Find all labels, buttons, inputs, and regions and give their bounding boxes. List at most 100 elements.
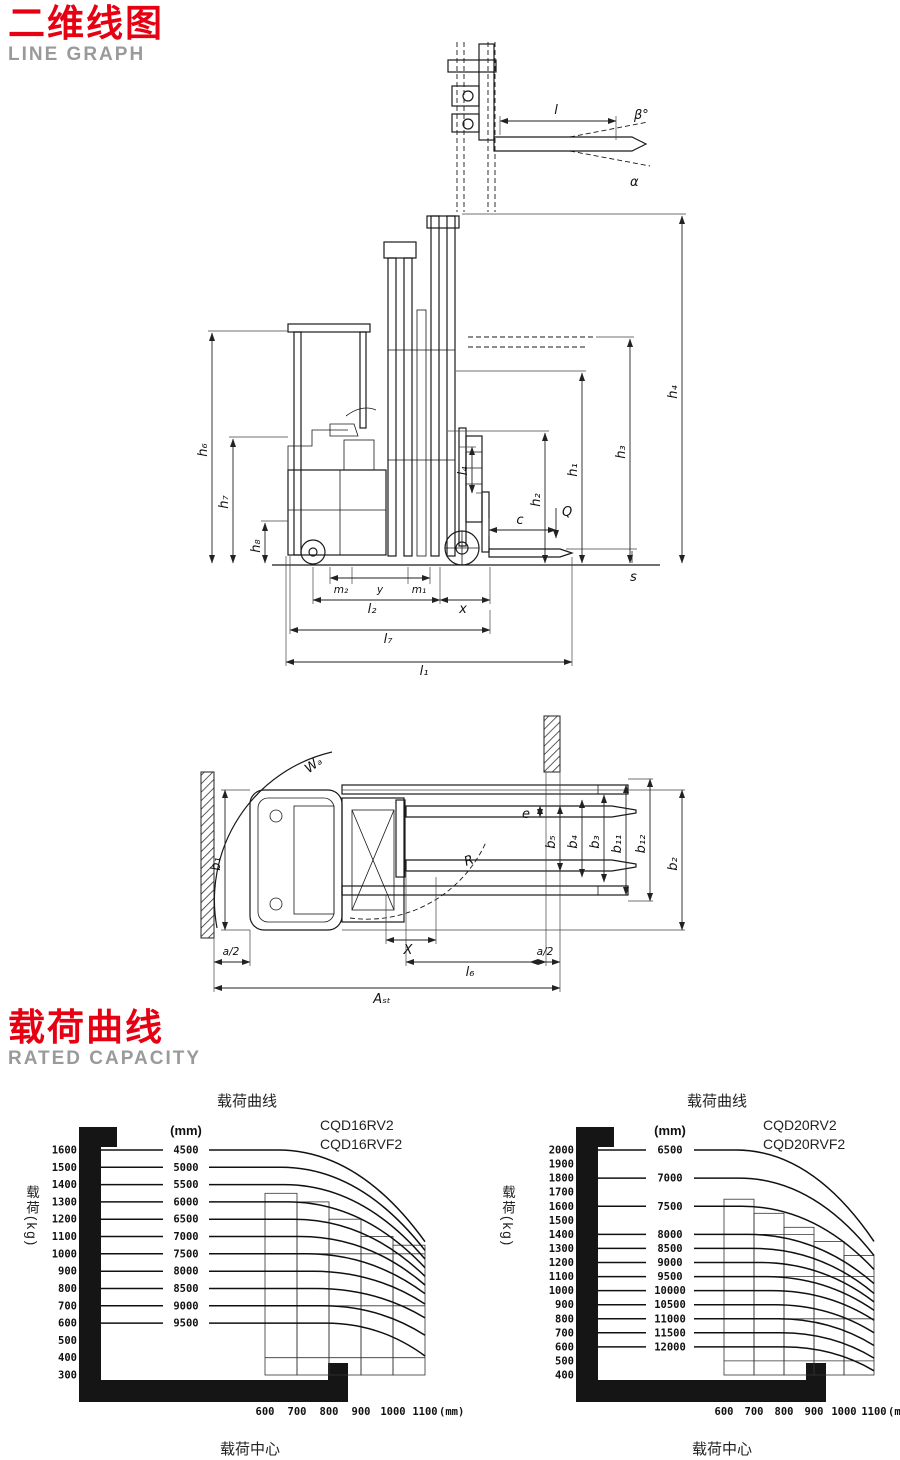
dim-label-a2-right: a/2 bbox=[537, 946, 554, 958]
series-height-label: 12000 bbox=[654, 1341, 686, 1353]
series-height-label: 6500 bbox=[657, 1145, 682, 1157]
dim-label-l4: l₄ bbox=[456, 466, 471, 476]
chart-height-unit: (mm) bbox=[654, 1123, 686, 1138]
series-height-label: 9500 bbox=[657, 1271, 682, 1283]
dim-label-h2: h₂ bbox=[529, 493, 544, 506]
dim-label-b2: b₂ bbox=[666, 857, 681, 870]
x-tick-label: 700 bbox=[288, 1406, 307, 1418]
series-curve bbox=[694, 1247, 875, 1294]
series-height-label: 8500 bbox=[657, 1243, 682, 1255]
dim-label-alpha: α bbox=[630, 175, 639, 190]
dim-label-r: R bbox=[462, 853, 476, 870]
x-tick-label: 1000 bbox=[380, 1406, 405, 1418]
series-height-label: 4500 bbox=[173, 1145, 198, 1157]
y-tick-label: 1400 bbox=[52, 1179, 77, 1191]
dim-label-e: e bbox=[522, 807, 530, 822]
chart-model: CQD20RVF2 bbox=[763, 1136, 846, 1152]
x-tick-label: 1000 bbox=[831, 1406, 856, 1418]
chart-model-list: CQD16RV2 CQD16RVF2 bbox=[320, 1116, 402, 1154]
x-tick-label: 600 bbox=[715, 1406, 734, 1418]
y-tick-label: 900 bbox=[555, 1299, 574, 1311]
dim-label-b11: b₁₁ bbox=[610, 835, 625, 854]
rated-capacity-header: 载荷曲线 RATED CAPACITY bbox=[8, 1008, 201, 1070]
series-height-label: 10000 bbox=[654, 1285, 686, 1297]
grid-cell bbox=[723, 1198, 755, 1376]
x-tick-label: 1100 bbox=[412, 1406, 437, 1418]
y-tick-label: 1600 bbox=[549, 1201, 574, 1213]
grid-cell bbox=[264, 1192, 298, 1376]
series-curve bbox=[209, 1166, 426, 1251]
chart-x-axis-label: 载荷中心 bbox=[219, 1441, 280, 1458]
y-tick-label: 400 bbox=[58, 1352, 77, 1364]
series-curve bbox=[694, 1318, 875, 1347]
x-tick-label: 600 bbox=[256, 1406, 275, 1418]
series-height-label: 9500 bbox=[173, 1318, 198, 1330]
chart-model: CQD16RV2 bbox=[320, 1117, 394, 1133]
y-tick-label: 1000 bbox=[52, 1248, 77, 1260]
y-tick-label: 1800 bbox=[549, 1173, 574, 1185]
y-tick-label: 300 bbox=[58, 1370, 77, 1382]
dim-label-m1: m₁ bbox=[412, 584, 426, 596]
series-curve bbox=[694, 1205, 875, 1271]
y-tick-label: 1700 bbox=[549, 1187, 574, 1199]
x-tick-label: 900 bbox=[805, 1406, 824, 1418]
aisle-wall-left bbox=[200, 771, 215, 939]
dim-label-y: y bbox=[376, 584, 384, 596]
series-curve bbox=[694, 1275, 875, 1311]
chart-axis bbox=[79, 1127, 348, 1402]
y-tick-label: 1400 bbox=[549, 1229, 574, 1241]
y-tick-label: 1100 bbox=[52, 1231, 77, 1243]
section-subtitle-rated-capacity: RATED CAPACITY bbox=[8, 1048, 202, 1069]
grid-cell bbox=[783, 1226, 815, 1376]
series-curve bbox=[209, 1305, 426, 1336]
x-tick-label: 800 bbox=[775, 1406, 794, 1418]
y-tick-label: 600 bbox=[58, 1318, 77, 1330]
series-curve bbox=[209, 1322, 426, 1357]
series-curve bbox=[209, 1149, 426, 1243]
dim-label-ast: Aₛₜ bbox=[372, 992, 391, 1007]
series-curve bbox=[694, 1233, 875, 1285]
series-curve bbox=[209, 1201, 426, 1269]
series-curve bbox=[209, 1235, 426, 1286]
series-height-label: 11000 bbox=[654, 1313, 686, 1325]
section-title-line-graph: 二维线图 bbox=[8, 2, 164, 45]
top-view-drawing: Wₐ b₁ b₂ b₃ b₄ b₅ b₁₁ b₁₂ e R X l₆ a/2 a… bbox=[200, 715, 685, 1007]
series-height-label: 11500 bbox=[654, 1327, 686, 1339]
y-tick-label: 1200 bbox=[549, 1257, 574, 1269]
series-height-label: 7000 bbox=[657, 1173, 682, 1185]
dim-label-wa: Wₐ bbox=[302, 754, 325, 777]
x-tick-label: 800 bbox=[320, 1406, 339, 1418]
y-tick-label: 700 bbox=[555, 1327, 574, 1339]
y-tick-label: 400 bbox=[555, 1370, 574, 1382]
dim-label-b5: b₅ bbox=[544, 835, 559, 848]
section-title-rated-capacity: 载荷曲线 bbox=[8, 1006, 164, 1049]
aisle-wall-top bbox=[543, 715, 561, 773]
capacity-chart-svg-1: 2000190018001700160015001400130012001100… bbox=[549, 1127, 900, 1418]
x-unit-label: (mm) bbox=[439, 1406, 464, 1418]
x-tick-label: 900 bbox=[352, 1406, 371, 1418]
dim-label-m2: m₂ bbox=[334, 584, 349, 596]
dim-label-x: x bbox=[458, 602, 467, 617]
series-curve bbox=[694, 1346, 875, 1372]
y-tick-label: 800 bbox=[58, 1283, 77, 1295]
chart-y-axis-label: 载荷(kg) bbox=[500, 1185, 515, 1248]
chart-y-axis-label: 载荷(kg) bbox=[24, 1185, 39, 1248]
dim-label-s: s bbox=[630, 570, 637, 585]
forklift-dimension-diagram: l β° α h₄ h₃ h₁ h₂ h₆ h₇ h₈ l₄ s Q c m₂ … bbox=[196, 42, 686, 1007]
dim-label-l7: l₇ bbox=[384, 632, 394, 647]
y-tick-label: 900 bbox=[58, 1266, 77, 1278]
chart-model-list: CQD20RV2 CQD20RVF2 bbox=[763, 1116, 845, 1154]
y-tick-label: 1000 bbox=[549, 1285, 574, 1297]
chart-model: CQD20RV2 bbox=[763, 1117, 837, 1133]
chart-title: 载荷曲线 bbox=[686, 1093, 747, 1110]
series-curve bbox=[694, 1261, 875, 1303]
y-tick-label: 500 bbox=[58, 1335, 77, 1347]
dim-label-q: Q bbox=[562, 505, 572, 520]
y-tick-label: 1300 bbox=[549, 1243, 574, 1255]
series-height-label: 9000 bbox=[657, 1257, 682, 1269]
chart-height-unit: (mm) bbox=[170, 1123, 202, 1138]
chart-title: 载荷曲线 bbox=[216, 1093, 277, 1110]
grid-cell bbox=[843, 1255, 875, 1376]
dim-label-a2-left: a/2 bbox=[223, 946, 240, 958]
